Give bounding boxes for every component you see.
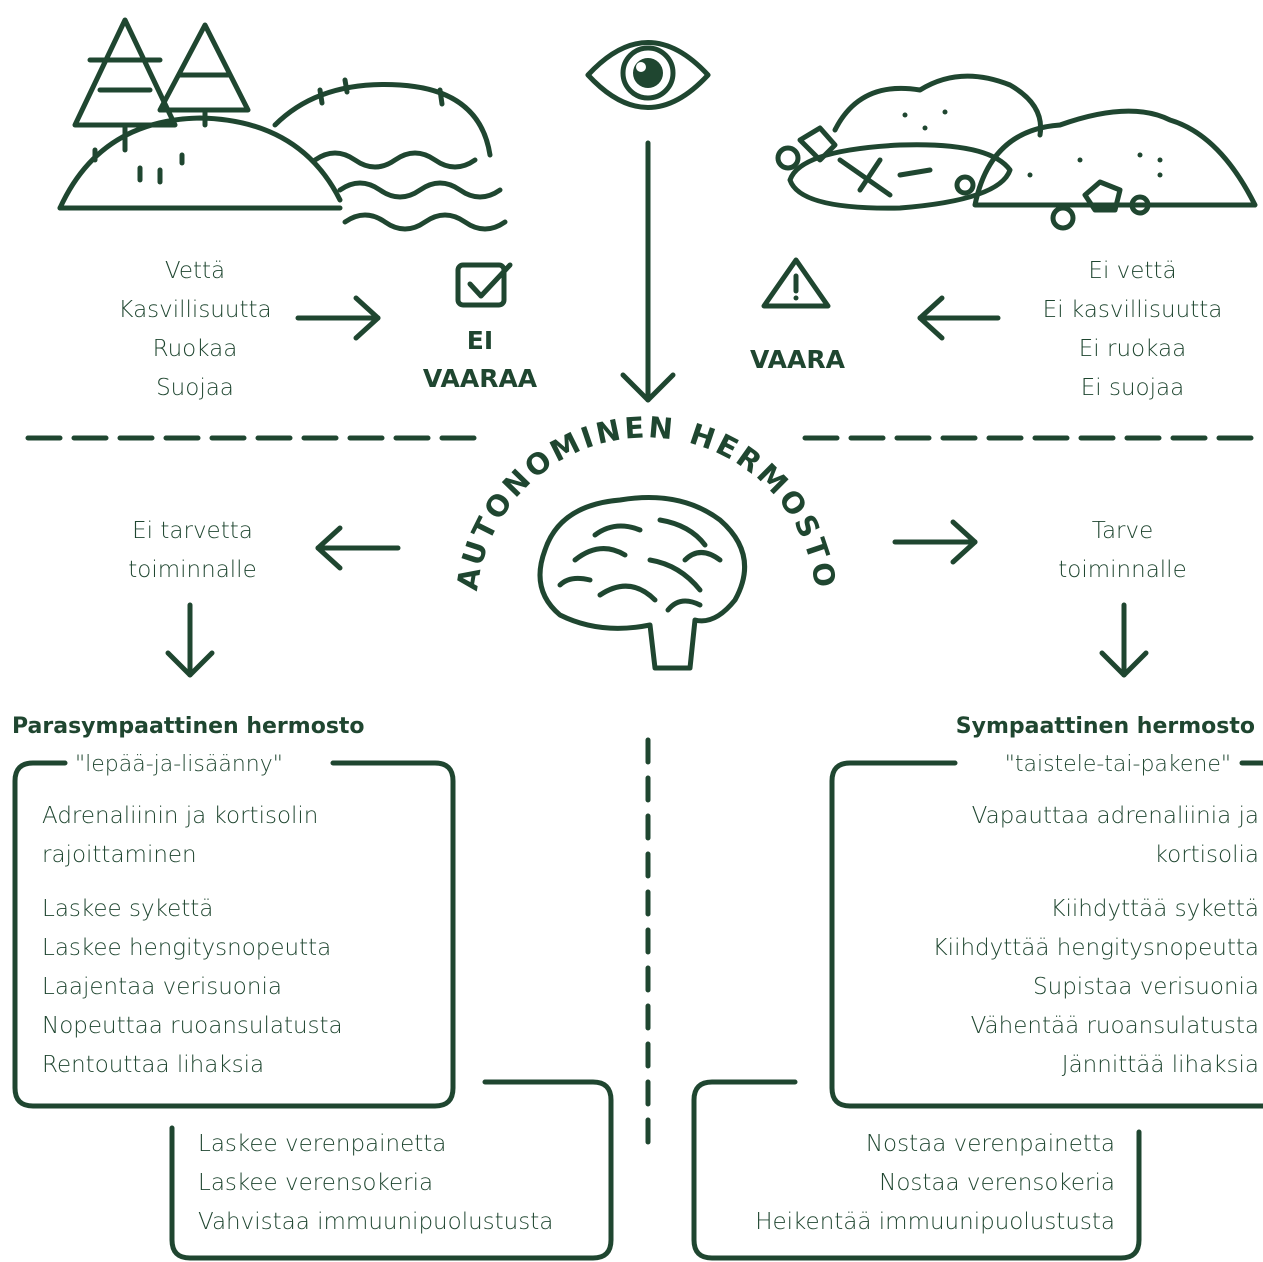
list-item: Jännittää lihaksia [1061, 1052, 1259, 1078]
list-item: Vähentää ruoansulatusta [970, 1013, 1259, 1039]
list-item: Laskee verenpainetta [198, 1131, 447, 1157]
top-left-conditions: Vettä Kasvillisuutta Ruokaa Suojaa [100, 252, 290, 408]
condition-item: Vettä [164, 258, 226, 284]
eye-icon [585, 40, 711, 110]
list-item: Laskee sykettä [42, 896, 214, 922]
down-arrow-center [620, 140, 676, 403]
center-label: AUTONOMINEN HERMOSTO [450, 410, 843, 593]
right-branch-line2: toiminnalle [1058, 557, 1187, 583]
list-item: Laskee hengitysnopeutta [42, 935, 332, 961]
brain-icon [537, 495, 748, 671]
warning-icon [761, 257, 831, 309]
parasympathetic-list: Adrenaliinin ja kortisolin rajoittaminen… [42, 797, 343, 1085]
left-branch-line1: Ei tarvetta [132, 518, 253, 544]
list-item: rajoittaminen [42, 842, 197, 868]
forest-lake-illustration [57, 17, 508, 232]
list-item: Supistaa verisuonia [1033, 974, 1259, 1000]
condition-item: Ei vettä [1088, 258, 1177, 284]
danger-label: VAARA [750, 345, 845, 374]
condition-item: Suojaa [156, 375, 234, 401]
condition-item: Ei ruokaa [1078, 336, 1187, 362]
sympathetic-subtitle: "taistele-tai-pakene" [1004, 752, 1231, 777]
parasympathetic-extra-box [169, 1079, 614, 1261]
arrow-right-mid [892, 519, 978, 565]
safe-label-line1: EI [466, 326, 494, 355]
parasympathetic-extra-list: Laskee verenpainetta Laskee verensokeria… [198, 1125, 553, 1242]
list-item: Nopeuttaa ruoansulatusta [42, 1013, 343, 1039]
condition-item: Ei suojaa [1080, 375, 1185, 401]
list-item: Kiihdyttää sykettä [1050, 896, 1259, 922]
safe-label-line2: VAARAA [422, 364, 538, 393]
parasympathetic-title: Parasympaattinen hermosto [12, 714, 365, 739]
arrow-down-left [165, 602, 215, 678]
list-item: Vapauttaa adrenaliinia ja [971, 803, 1259, 829]
condition-item: Ruokaa [152, 336, 238, 362]
right-branch-line1: Tarve [1091, 518, 1154, 544]
sympathetic-extra-list: Nostaa verenpainetta Nostaa verensokeria… [755, 1125, 1115, 1242]
parasympathetic-subtitle: "lepää-ja-lisäänny" [75, 752, 283, 777]
list-item: Rentouttaa lihaksia [42, 1052, 265, 1078]
left-branch-line2: toiminnalle [128, 557, 257, 583]
list-item: Nostaa verensokeria [879, 1170, 1115, 1196]
list-item: Vahvistaa immuunipuolustusta [198, 1209, 554, 1235]
arrow-left-top-right [917, 295, 1001, 341]
list-item: Adrenaliinin ja kortisolin [42, 803, 319, 829]
list-item: Laajentaa verisuonia [42, 974, 282, 1000]
checkbox-icon [455, 262, 513, 308]
condition-item: Kasvillisuutta [118, 297, 272, 323]
list-item: Heikentää immuunipuolustusta [755, 1209, 1115, 1235]
sympathetic-extra-box [691, 1079, 1142, 1261]
list-item: Laskee verensokeria [198, 1170, 434, 1196]
dry-landscape-illustration [775, 73, 1258, 231]
dashed-divider [25, 435, 1263, 1153]
arrow-right-top-left [295, 295, 381, 341]
arrow-down-right [1099, 602, 1149, 678]
sympathetic-title: Sympaattinen hermosto [955, 714, 1255, 739]
sympathetic-list: Vapauttaa adrenaliinia ja kortisolia Kii… [933, 797, 1259, 1085]
condition-item: Ei kasvillisuutta [1042, 297, 1223, 323]
top-right-conditions: Ei vettä Ei kasvillisuutta Ei ruokaa Ei … [1020, 252, 1245, 408]
sympathetic-box [829, 760, 1263, 1109]
safe-label: EI VAARAA [405, 322, 555, 398]
list-item: Nostaa verenpainetta [865, 1131, 1115, 1157]
left-branch-label: Ei tarvetta toiminnalle [105, 512, 280, 590]
parasympathetic-box [12, 760, 456, 1109]
list-item: Kiihdyttää hengitysnopeutta [932, 935, 1259, 961]
arrow-left-mid [315, 525, 401, 571]
right-branch-label: Tarve toiminnalle [1030, 512, 1215, 590]
list-item: kortisolia [1154, 842, 1259, 868]
